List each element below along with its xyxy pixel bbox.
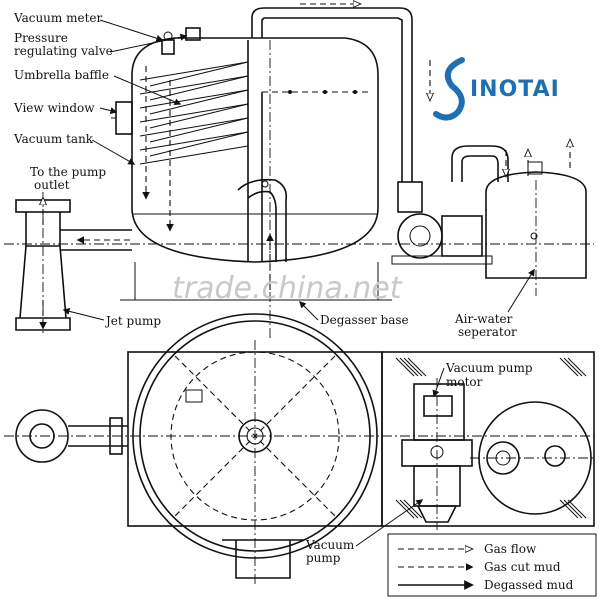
logo-text: INOTAI: [470, 77, 560, 102]
plan-diagonal-2: [174, 355, 336, 517]
label-umbrella-baffle: Umbrella baffle: [14, 68, 109, 82]
vacuum-pump-plan: [401, 378, 473, 530]
vent-pipe-outer: [251, 7, 413, 182]
degasser-base: [120, 262, 392, 301]
legend-degassed-mud: Degassed mud: [484, 578, 574, 592]
sinotai-logo: INOTAI: [433, 57, 560, 121]
bend-flange-bolt: [261, 180, 269, 188]
label-air-water-2: seperator: [458, 325, 517, 339]
elevation-labels: Vacuum meter Pressure regulating valve U…: [13, 11, 535, 339]
label-pressure-2: regulating valve: [14, 44, 113, 58]
label-vacuum-pump-1: Vacuum: [305, 538, 355, 552]
label-vacuum-pump-motor-1: Vacuum pump: [445, 361, 533, 375]
air-water-separator: [485, 140, 587, 296]
plan-labels: Vacuum pump motor Vacuum pump: [305, 361, 533, 565]
inner-gas-dots: [288, 90, 357, 94]
label-pump-outlet-1: To the pump: [30, 165, 106, 179]
plan-view: [4, 313, 596, 586]
elevation-view: [4, 4, 594, 340]
label-pressure-1: Pressure: [14, 31, 68, 45]
label-view-window: View window: [13, 101, 95, 115]
inlet-bend-outer: [237, 178, 288, 262]
plan-meter-box: [185, 389, 203, 403]
vacuum-pump-elevation: [391, 145, 528, 265]
plan-skid-right: [381, 351, 595, 527]
watermark: trade.china.net: [172, 271, 403, 306]
label-vacuum-meter: Vacuum meter: [13, 11, 102, 25]
umbrella-baffle: [139, 61, 249, 232]
skid-hatching: [395, 357, 587, 519]
jet-pump: [15, 192, 132, 336]
legend-gas-cut-mud: Gas cut mud: [484, 560, 561, 574]
label-vacuum-pump-motor-2: motor: [446, 375, 483, 389]
legend-box: [387, 533, 597, 597]
jet-pump-plan: [15, 409, 128, 463]
legend-gas-flow: Gas flow: [484, 542, 537, 556]
label-air-water-1: Air-water: [454, 312, 513, 326]
vacuum-tank-body: [131, 37, 379, 263]
inlet-pipe-plan: [222, 539, 304, 579]
view-window: [115, 101, 133, 135]
label-vacuum-pump-2: pump: [306, 551, 341, 565]
label-vacuum-tank: Vacuum tank: [13, 132, 94, 146]
vacuum-meter-body: [161, 39, 175, 55]
label-pump-outlet-2: outlet: [34, 178, 70, 192]
vent-pipe-inner: [261, 17, 403, 182]
flow-legend: Gas flow Gas cut mud Degassed mud: [387, 533, 597, 597]
label-jet-pump: Jet pump: [104, 314, 161, 328]
label-degasser-base: Degasser base: [320, 313, 409, 327]
separator-plan: [470, 401, 596, 515]
